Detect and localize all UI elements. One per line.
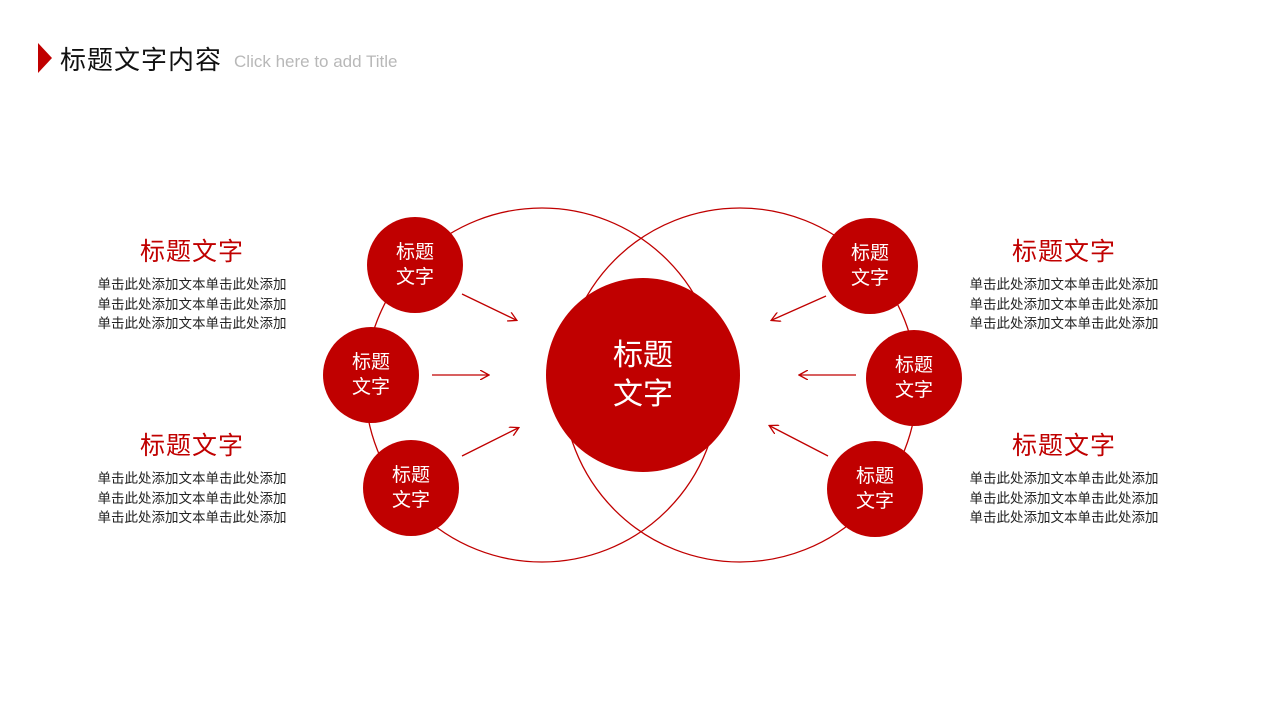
center-node-line2: 文字 — [613, 377, 673, 412]
text-block-bottom-left[interactable]: 标题文字 单击此处添加文本单击此处添加 单击此处添加文本单击此处添加 单击此处添… — [72, 426, 312, 529]
node-line2: 文字 — [391, 489, 430, 511]
text-block-bottom-right[interactable]: 标题文字 单击此处添加文本单击此处添加 单击此处添加文本单击此处添加 单击此处添… — [944, 426, 1184, 529]
node-bottom-left[interactable]: 标题 文字 — [363, 440, 459, 536]
node-mid-right[interactable]: 标题 文字 — [866, 330, 962, 426]
node-line2: 文字 — [351, 376, 390, 398]
triangle-marker-icon — [38, 43, 52, 73]
slide-header: 标题文字内容 Click here to add Title — [38, 40, 397, 76]
node-line1: 标题 — [391, 464, 430, 487]
arrow-bottom-left — [461, 428, 518, 457]
text-block-top-left[interactable]: 标题文字 单击此处添加文本单击此处添加 单击此处添加文本单击此处添加 单击此处添… — [72, 232, 312, 335]
node-line2: 文字 — [894, 379, 933, 401]
node-mid-left[interactable]: 标题 文字 — [323, 327, 419, 423]
arrow-top-left — [461, 293, 516, 320]
node-line1: 标题 — [855, 465, 894, 488]
node-line2: 文字 — [850, 267, 889, 289]
page-title[interactable]: 标题文字内容 — [60, 45, 223, 76]
center-node[interactable]: 标题 文字 — [546, 278, 740, 472]
arrow-top-right — [772, 295, 827, 320]
text-block-title: 标题文字 — [139, 237, 244, 266]
text-block-body: 单击此处添加文本单击此处添加 单击此处添加文本单击此处添加 单击此处添加文本单击… — [97, 471, 287, 526]
text-block-title: 标题文字 — [139, 431, 244, 460]
text-block-body: 单击此处添加文本单击此处添加 单击此处添加文本单击此处添加 单击此处添加文本单击… — [969, 471, 1159, 526]
text-block-body: 单击此处添加文本单击此处添加 单击此处添加文本单击此处添加 单击此处添加文本单击… — [969, 277, 1159, 332]
node-line1: 标题 — [850, 242, 889, 265]
node-line2: 文字 — [855, 490, 894, 512]
text-block-top-right[interactable]: 标题文字 单击此处添加文本单击此处添加 单击此处添加文本单击此处添加 单击此处添… — [944, 232, 1184, 335]
page-subtitle[interactable]: Click here to add Title — [234, 52, 398, 71]
node-line2: 文字 — [395, 266, 434, 288]
node-top-left[interactable]: 标题 文字 — [367, 217, 463, 313]
node-line1: 标题 — [395, 241, 434, 264]
arrow-bottom-right — [770, 426, 829, 457]
text-block-body: 单击此处添加文本单击此处添加 单击此处添加文本单击此处添加 单击此处添加文本单击… — [97, 277, 287, 332]
text-block-title: 标题文字 — [1011, 431, 1116, 460]
node-line1: 标题 — [894, 354, 933, 377]
node-top-right[interactable]: 标题 文字 — [822, 218, 918, 314]
node-bottom-right[interactable]: 标题 文字 — [827, 441, 923, 537]
center-node-line1: 标题 — [613, 338, 673, 373]
node-line1: 标题 — [351, 351, 390, 374]
text-block-title: 标题文字 — [1011, 237, 1116, 266]
